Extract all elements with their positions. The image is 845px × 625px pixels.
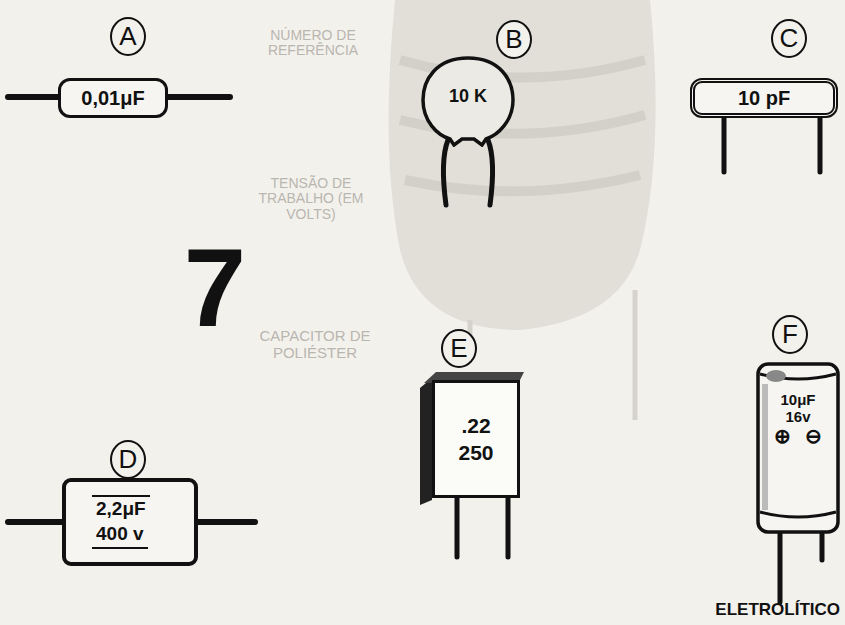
voltage-label: 16v (785, 409, 810, 426)
value-label: .22 (461, 414, 490, 437)
can-shade (762, 384, 768, 510)
value-label: 2,2μF (92, 495, 150, 522)
box-side (420, 378, 432, 505)
value-label: 10 K (449, 87, 487, 107)
callout-letter: F (772, 315, 808, 354)
show-through-text: TENSÃO DE TRABALHO (EM VOLTS) (236, 176, 386, 222)
value-label: 10μF (780, 392, 815, 409)
caption-label: ELETROLÍTICO (684, 601, 840, 620)
lead-wire (780, 530, 822, 602)
lead-wire (457, 495, 508, 557)
polyester-capacitor: 2,2μF400 v (62, 478, 198, 566)
callout-letter: F (782, 320, 798, 349)
lead-wire (724, 112, 820, 172)
can-outline (756, 362, 840, 534)
polarity-row: ⊕⊖ (774, 425, 822, 447)
value-label: 10 pF (738, 87, 790, 109)
show-through-text: NÚMERO DE REFERÊNCIA (238, 28, 388, 59)
ghost-capacitor (389, 0, 656, 330)
figure-number: 7 (170, 232, 260, 344)
value-label: 250 (458, 441, 493, 464)
capacitor-body: 0,01μF (58, 78, 168, 118)
value-label: 0,01μF (81, 87, 144, 109)
callout-letter: C (780, 24, 799, 53)
capacitor-body: 10 pF (690, 78, 838, 118)
callout-letter: B (505, 25, 522, 54)
callout-letter: A (119, 22, 136, 51)
disc-outline (423, 58, 513, 145)
callout-letter: D (119, 445, 138, 474)
callout-letter: A (110, 17, 146, 56)
callout-letter: E (441, 329, 477, 368)
can-band (760, 374, 836, 517)
value-label: 400 v (92, 522, 148, 549)
polarity-mark: ⊖ (805, 425, 822, 447)
callout-letter: C (771, 19, 807, 58)
callout-letter: D (110, 440, 146, 479)
polarity-mark: ⊕ (774, 425, 791, 447)
capacitor-block: .22250 (432, 380, 520, 498)
electrolytic-can: 10μF16v⊕⊖ (756, 362, 840, 534)
callout-letter: E (450, 334, 467, 363)
lead-wire (443, 140, 492, 205)
show-through-text: CAPACITOR DE POLIÉSTER (250, 328, 380, 361)
can-shine (766, 370, 786, 382)
ceramic-disc: 10 K (420, 55, 516, 147)
can-outline (758, 364, 838, 532)
callout-letter: B (496, 20, 532, 59)
